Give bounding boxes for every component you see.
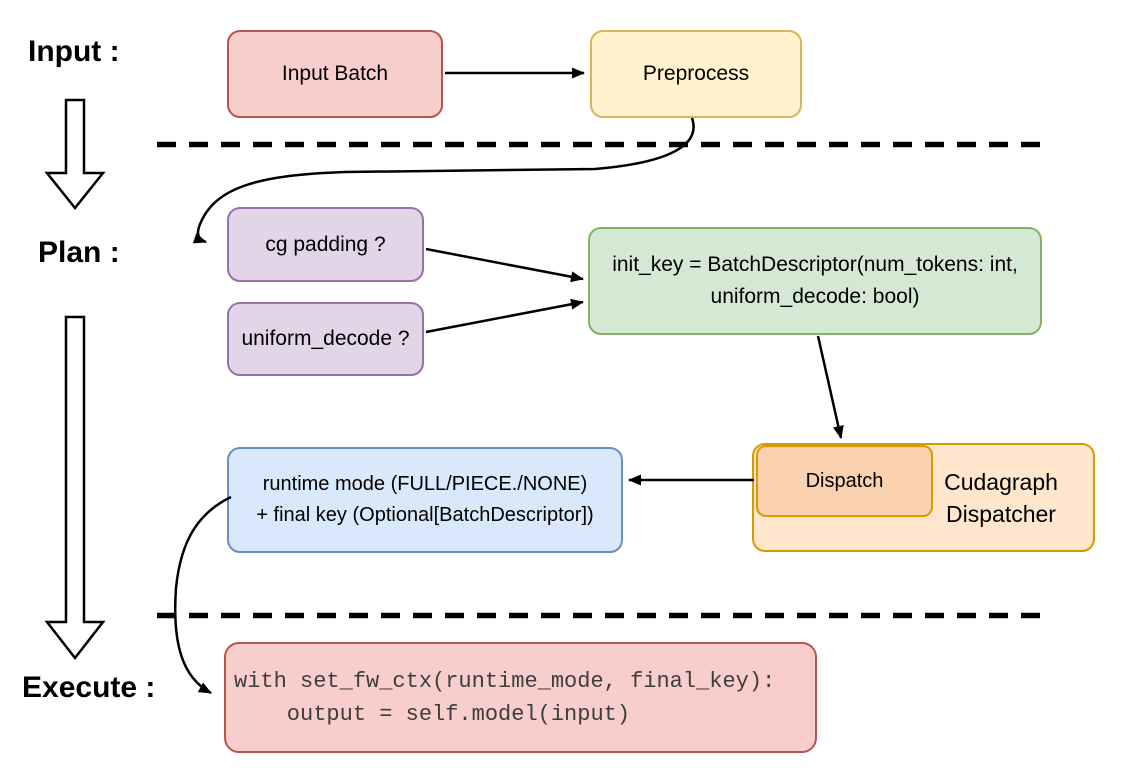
node-cudagraph-dispatcher-label: Cudagraph Dispatcher: [915, 445, 1087, 550]
node-execute-code-line1: with set_fw_ctx(runtime_mode, final_key)…: [234, 668, 776, 694]
node-dispatch-label: Dispatch: [805, 469, 884, 492]
arrow-cg-padding-to-init-key: [425, 247, 584, 283]
node-init-key-line1: init_key = BatchDescriptor(num_tokens: i…: [612, 253, 1018, 276]
stage-label-plan: Plan :: [38, 236, 120, 269]
node-input-batch: Input Batch: [227, 30, 443, 118]
node-preprocess: Preprocess: [590, 30, 802, 118]
stage-label-input: Input :: [28, 35, 120, 68]
arrow-uniform-decode-to-init-key: [425, 298, 584, 334]
node-uniform-decode-label: uniform_decode ?: [241, 327, 410, 350]
node-cudagraph-line1: Cudagraph: [944, 468, 1058, 495]
node-cudagraph-line2: Dispatcher: [946, 500, 1056, 527]
stage-arrow-input-to-plan-icon: [44, 98, 106, 211]
node-runtime-mode-line2: + final key (Optional[BatchDescriptor]): [256, 504, 594, 526]
stage-label-execute: Execute :: [22, 671, 156, 704]
node-cg-padding-label: cg padding ?: [265, 232, 386, 256]
node-input-batch-label: Input Batch: [281, 62, 389, 85]
node-preprocess-label: Preprocess: [642, 62, 750, 85]
node-runtime-mode-line1: runtime mode (FULL/PIECE./NONE): [262, 473, 588, 495]
stage-arrow-plan-to-execute-icon: [44, 315, 106, 661]
node-init-key-line2: uniform_decode: bool): [710, 285, 920, 308]
node-runtime-mode: runtime mode (FULL/PIECE./NONE) + final …: [227, 447, 623, 553]
arrow-runtime-mode-to-execute-code: [174, 495, 232, 695]
node-execute-code-line2: output = self.model(input): [234, 701, 631, 727]
node-dispatch: Dispatch: [756, 445, 933, 517]
node-cg-padding: cg padding ?: [227, 207, 424, 282]
node-init-key: init_key = BatchDescriptor(num_tokens: i…: [588, 227, 1042, 335]
node-uniform-decode: uniform_decode ?: [227, 302, 424, 376]
arrow-init-key-to-dispatch: [816, 335, 844, 439]
node-execute-code: with set_fw_ctx(runtime_mode, final_key)…: [224, 642, 817, 753]
